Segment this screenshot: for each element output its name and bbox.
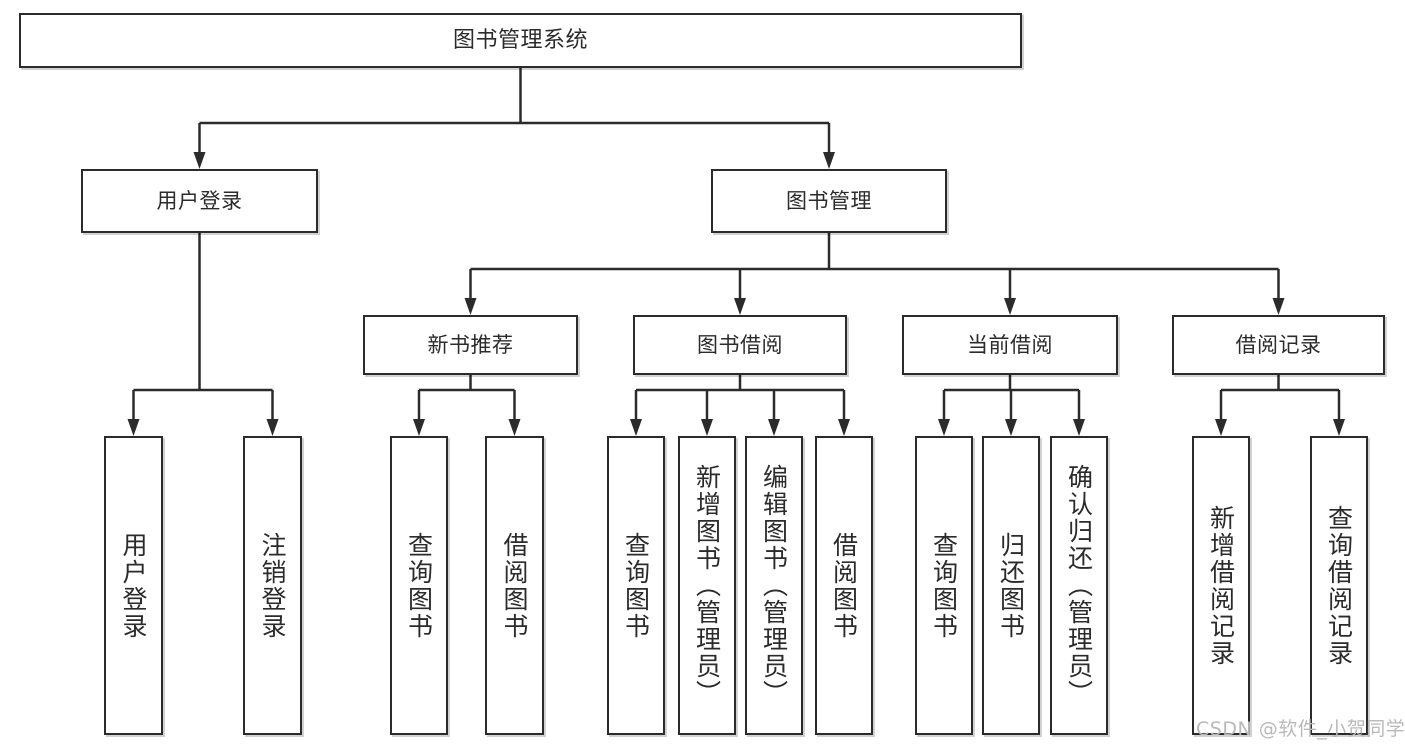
- node-leaf-confirm-return[interactable]: 确认归还（管理员）: [1050, 436, 1108, 735]
- csdn-watermark: CSDN @软件_小贺同学: [1196, 718, 1405, 740]
- node-label: 图书管理系统: [452, 27, 588, 53]
- node-new-book-rec[interactable]: 新书推荐: [363, 315, 578, 375]
- node-leaf-return-book[interactable]: 归还图书: [982, 436, 1040, 735]
- node-leaf-query-book-2[interactable]: 查询图书: [607, 436, 665, 735]
- node-label: 查询图书: [621, 531, 651, 640]
- node-label: 确认归还（管理员）: [1064, 464, 1094, 707]
- node-label: 图书借阅: [697, 332, 783, 357]
- node-label: 编辑图书（管理员）: [759, 464, 789, 707]
- node-label: 借阅图书: [829, 531, 859, 640]
- node-label: 查询借阅记录: [1324, 504, 1354, 667]
- node-leaf-query-record[interactable]: 查询借阅记录: [1310, 436, 1368, 735]
- node-label: 新书推荐: [427, 332, 514, 357]
- node-label: 图书管理: [786, 188, 872, 213]
- node-user-login[interactable]: 用户登录: [81, 169, 318, 233]
- node-leaf-edit-book[interactable]: 编辑图书（管理员）: [745, 436, 803, 735]
- node-leaf-borrow-book-1[interactable]: 借阅图书: [485, 436, 544, 735]
- node-label: 查询图书: [929, 531, 959, 640]
- node-leaf-user-login[interactable]: 用户登录: [104, 436, 163, 735]
- node-label: 借阅记录: [1235, 332, 1322, 357]
- node-root[interactable]: 图书管理系统: [19, 13, 1022, 68]
- node-label: 新增图书（管理员）: [692, 464, 722, 707]
- node-leaf-add-book[interactable]: 新增图书（管理员）: [678, 436, 736, 735]
- node-leaf-query-book-3[interactable]: 查询图书: [915, 436, 973, 735]
- node-label: 查询图书: [404, 531, 434, 640]
- node-label: 用户登录: [156, 188, 243, 213]
- node-leaf-logout[interactable]: 注销登录: [243, 436, 302, 735]
- node-label: 归还图书: [996, 531, 1026, 640]
- node-label: 注销登录: [258, 531, 287, 640]
- node-book-manage[interactable]: 图书管理: [711, 169, 947, 233]
- node-label: 用户登录: [119, 531, 148, 640]
- node-current-borrow[interactable]: 当前借阅: [902, 315, 1118, 375]
- node-label: 借阅图书: [500, 531, 529, 640]
- node-label: 新增借阅记录: [1206, 504, 1236, 667]
- node-borrow-record[interactable]: 借阅记录: [1172, 315, 1385, 375]
- node-leaf-add-record[interactable]: 新增借阅记录: [1192, 436, 1250, 735]
- node-book-borrow[interactable]: 图书借阅: [633, 315, 847, 375]
- node-leaf-borrow-book-2[interactable]: 借阅图书: [815, 436, 873, 735]
- node-label: 当前借阅: [967, 332, 1053, 357]
- node-leaf-query-book-1[interactable]: 查询图书: [390, 436, 448, 735]
